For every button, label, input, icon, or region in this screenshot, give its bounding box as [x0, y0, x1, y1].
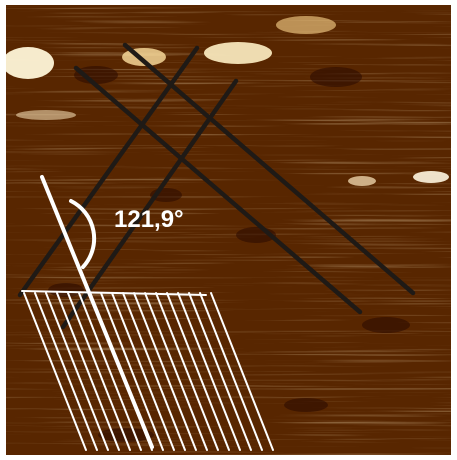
hatch-line	[100, 292, 164, 451]
lattice-line	[73, 65, 363, 315]
bright-spot	[16, 110, 76, 120]
bright-spot	[348, 176, 376, 186]
hatch-line	[45, 292, 109, 451]
dark-spot	[284, 398, 328, 412]
hatch-line	[23, 292, 87, 451]
hatch-line	[34, 292, 98, 451]
lattice-line	[17, 45, 200, 298]
bright-spot	[276, 16, 336, 34]
hatch-edge-line	[21, 290, 207, 296]
hatch-line	[155, 292, 219, 451]
hatch-line	[188, 292, 252, 451]
hatch-line	[111, 292, 175, 451]
bright-spot	[204, 42, 272, 64]
dark-spot	[48, 283, 84, 297]
angle-label: 121,9°	[114, 206, 184, 233]
hatch-line	[177, 292, 241, 451]
stm-micrograph: 121,9°	[6, 5, 451, 455]
hatch-line	[210, 292, 274, 451]
bright-spot	[6, 47, 54, 79]
lattice-line	[122, 42, 416, 296]
hatch-line	[133, 292, 197, 451]
hatch-line	[78, 292, 142, 451]
hatch-line	[67, 292, 131, 451]
black-lattice-lines	[17, 42, 416, 330]
dark-spot	[74, 66, 118, 84]
angle-arc	[69, 199, 97, 269]
reference-line	[40, 175, 154, 449]
stm-image-frame: 121,9°	[6, 5, 451, 455]
hatch-line	[56, 292, 120, 451]
hatch-line	[199, 292, 263, 451]
hatch-line	[166, 292, 230, 451]
dark-spot	[310, 67, 362, 87]
bright-spot	[413, 171, 449, 183]
hatch-line	[144, 292, 208, 451]
lattice-line	[60, 78, 239, 330]
dark-spot	[362, 317, 410, 333]
hatch-line	[122, 292, 186, 451]
